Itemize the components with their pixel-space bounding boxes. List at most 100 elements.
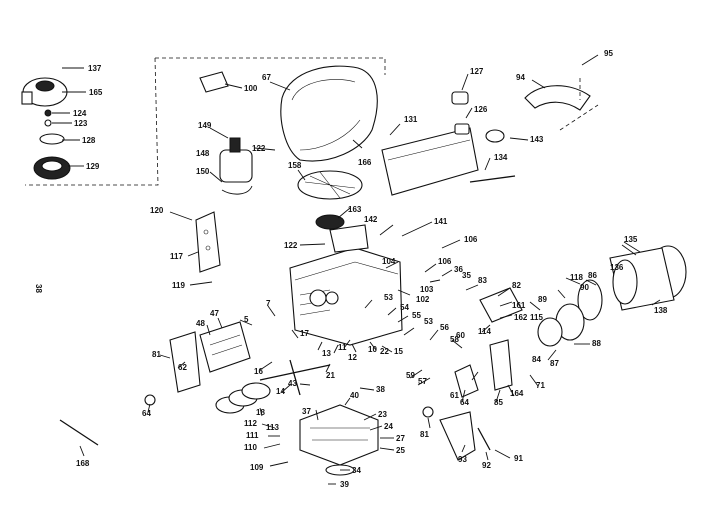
rewind-starter [219,137,253,195]
label-16: 16 [254,367,263,376]
label-56: 56 [440,323,449,332]
label-47: 47 [210,309,219,318]
part-61 [454,364,479,398]
label-39: 39 [340,480,349,489]
label-61: 61 [450,391,459,400]
label-137: 137 [88,64,102,73]
sump-base [299,404,379,476]
bolt-168 [59,419,99,446]
label-117: 117 [170,252,183,261]
label-64b: 64 [142,409,151,418]
label-71: 71 [536,381,545,390]
label-54: 54 [400,303,409,312]
label-83: 83 [478,276,487,285]
label-102: 102 [416,295,430,304]
label-134: 134 [494,153,508,162]
blower-housing [280,65,378,162]
flywheel-fan [297,170,363,200]
label-90: 90 [580,283,589,292]
label-92: 92 [482,461,491,470]
label-110: 110 [244,443,257,452]
carburetor [169,321,251,393]
air-cleaner-group [21,57,386,186]
label-163: 163 [348,205,362,214]
label-37: 37 [302,407,311,416]
leader-lines [52,54,661,485]
label-55: 55 [412,311,421,320]
page-number: 38 [34,284,43,293]
label-13: 13 [322,349,331,358]
label-164: 164 [510,389,524,398]
label-24: 24 [384,422,393,431]
label-91: 91 [514,454,523,463]
engine-block [289,224,403,346]
label-18: 18 [256,408,265,417]
label-127: 127 [470,67,484,76]
label-57: 57 [418,377,427,386]
muffler [537,245,687,347]
label-166: 166 [358,158,372,167]
label-148: 148 [196,149,210,158]
label-135: 135 [624,235,638,244]
label-7: 7 [266,299,271,308]
label-100: 100 [244,84,258,93]
label-53b: 53 [424,317,433,326]
label-21: 21 [326,371,335,380]
label-67: 67 [262,73,271,82]
piston-rings [215,382,271,414]
callout-labels: 137 165 124 123 128 129 100 67 149 148 1… [73,49,668,489]
label-81a: 81 [152,350,161,359]
label-82: 82 [512,281,521,290]
label-22: 22 [380,347,389,356]
bracket-117 [195,211,221,273]
label-120: 120 [150,206,164,215]
part-92-bolt [477,427,491,451]
label-86: 86 [588,271,597,280]
label-143: 143 [530,135,544,144]
label-168: 168 [76,459,90,468]
label-38: 38 [376,385,385,394]
label-115: 115 [530,313,543,322]
label-88: 88 [592,339,601,348]
label-34: 34 [352,466,361,475]
label-43: 43 [288,379,297,388]
label-165: 165 [89,88,103,97]
crankshaft [259,359,331,396]
label-25: 25 [396,446,405,455]
label-158: 158 [288,161,302,170]
part-81-circle [422,406,434,418]
label-58: 58 [450,335,459,344]
label-15: 15 [394,347,403,356]
label-87: 87 [550,359,559,368]
label-23: 23 [378,410,387,419]
label-95: 95 [604,49,613,58]
label-113: 113 [266,423,279,432]
gasket-100 [199,71,229,93]
label-14: 14 [276,387,285,396]
label-119: 119 [172,281,185,290]
lever-93 [439,411,476,461]
label-12: 12 [348,353,357,362]
label-17: 17 [300,329,309,338]
label-85: 85 [494,398,503,407]
label-36: 36 [454,265,463,274]
label-93: 93 [458,455,467,464]
label-142: 142 [364,215,378,224]
flywheel [315,214,345,230]
label-106b: 106 [438,257,452,266]
label-89: 89 [538,295,547,304]
label-112: 112 [244,419,257,428]
label-161: 161 [512,301,526,310]
label-138: 138 [654,306,668,315]
label-106a: 106 [464,235,478,244]
label-62: 62 [178,363,187,372]
label-149: 149 [198,121,212,130]
part-85 [489,339,513,391]
label-5: 5 [244,315,249,324]
label-60: 60 [456,331,465,340]
label-136: 136 [610,263,624,272]
label-131: 131 [404,115,418,124]
label-122b: 122 [284,241,298,250]
label-103: 103 [420,285,434,294]
